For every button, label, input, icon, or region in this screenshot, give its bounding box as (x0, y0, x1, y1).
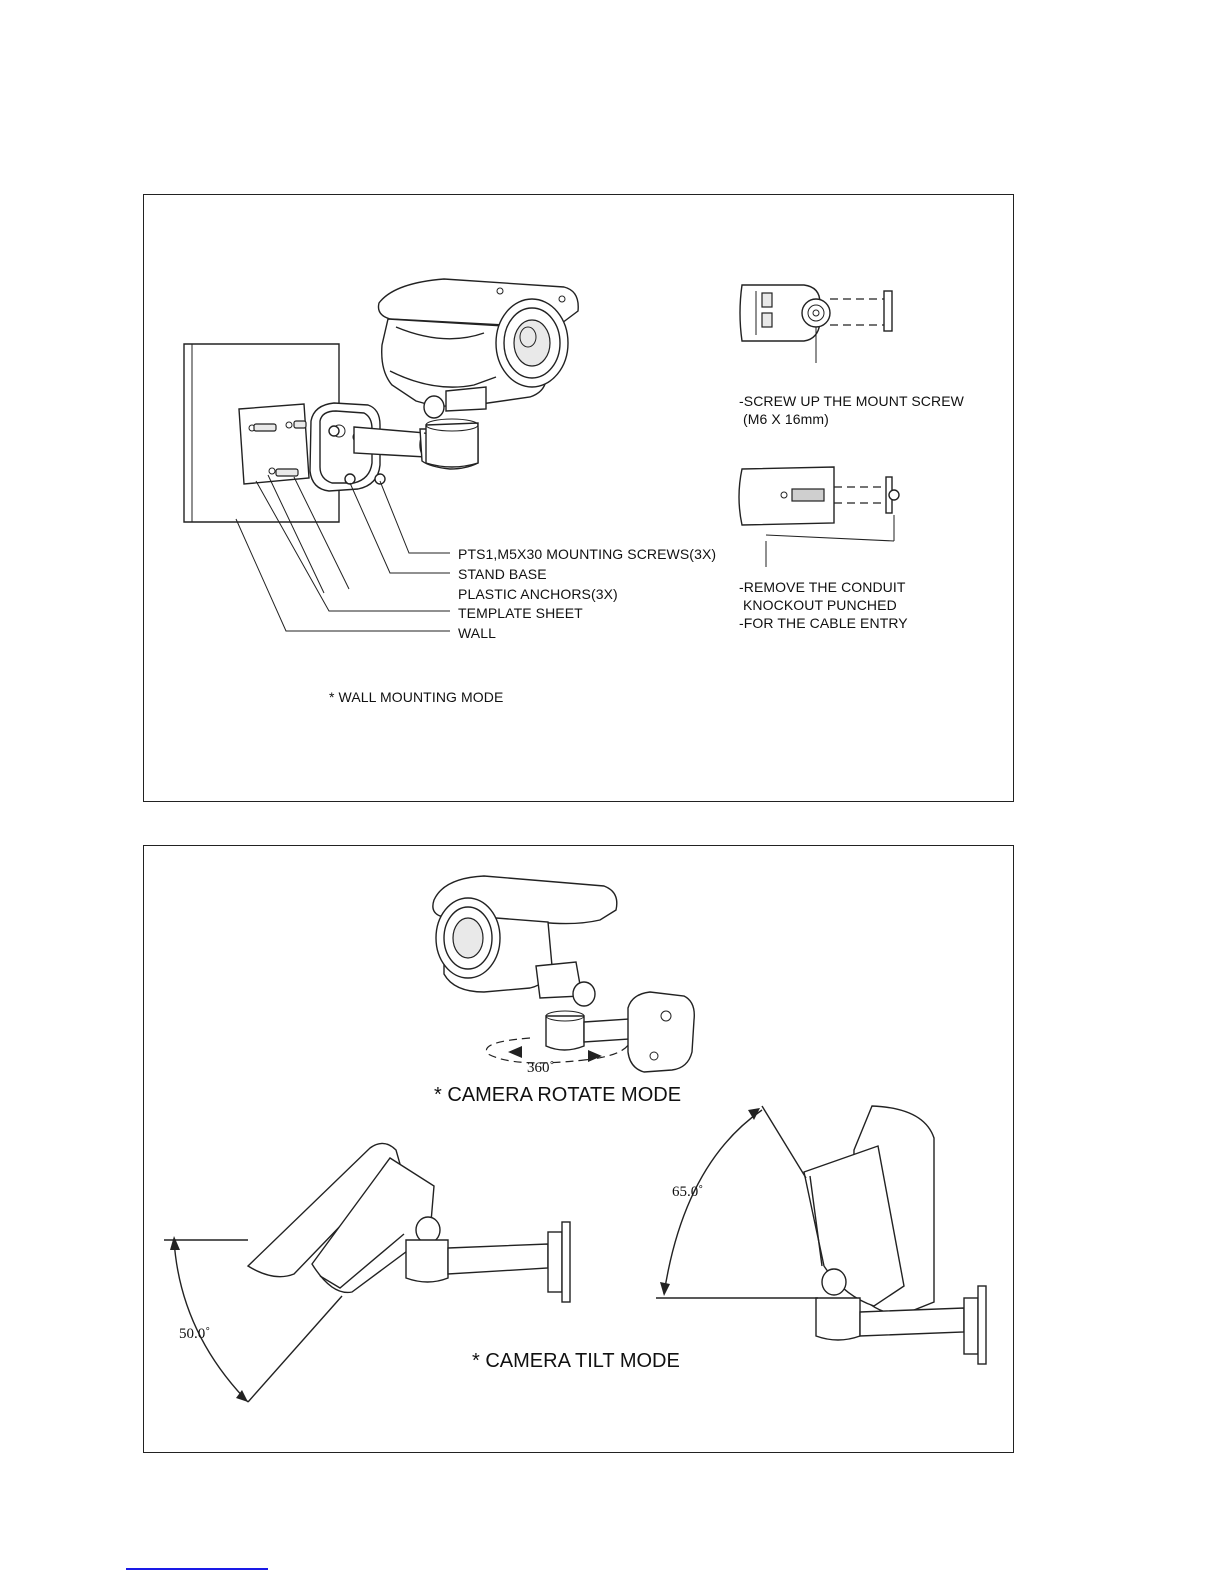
callout-mounting-screws: PTS1,M5X30 MOUNTING SCREWS(3X) (458, 546, 716, 562)
conduit-note-line1: -REMOVE THE CONDUIT (739, 579, 906, 595)
callout-template-sheet: TEMPLATE SHEET (458, 605, 583, 621)
wall-mounting-drawing (144, 195, 1015, 803)
conduit-note-line2: KNOCKOUT PUNCHED (739, 597, 897, 613)
callout-wall: WALL (458, 625, 496, 641)
wall-mounting-panel: PTS1,M5X30 MOUNTING SCREWS(3X) STAND BAS… (143, 194, 1014, 802)
wall-mounting-caption: * WALL MOUNTING MODE (329, 689, 503, 705)
conduit-knockout-detail-illustration (739, 467, 899, 567)
mount-screw-detail-illustration (740, 285, 892, 363)
tilt-up-angle-label: 65.0˚ (672, 1184, 703, 1201)
tilt-up-camera-illustration (656, 1106, 986, 1364)
tilt-mode-caption: * CAMERA TILT MODE (472, 1350, 680, 1372)
callout-plastic-anchors: PLASTIC ANCHORS(3X) (458, 586, 618, 602)
rotate-camera-illustration (433, 876, 694, 1072)
callout-stand-base: STAND BASE (458, 566, 547, 582)
bottom-link-underline[interactable] (126, 1568, 268, 1570)
rotate-tilt-panel: 360˚ * CAMERA ROTATE MODE 50.0˚ 65.0˚ * … (143, 845, 1014, 1453)
screw-note-line1: -SCREW UP THE MOUNT SCREW (739, 393, 964, 409)
rotate-angle-label: 360˚ (527, 1060, 555, 1077)
conduit-note-line3: -FOR THE CABLE ENTRY (739, 615, 908, 631)
rotate-mode-caption: * CAMERA ROTATE MODE (434, 1084, 681, 1106)
screw-note-line2: (M6 X 16mm) (739, 411, 829, 427)
tilt-down-angle-label: 50.0˚ (179, 1326, 210, 1343)
